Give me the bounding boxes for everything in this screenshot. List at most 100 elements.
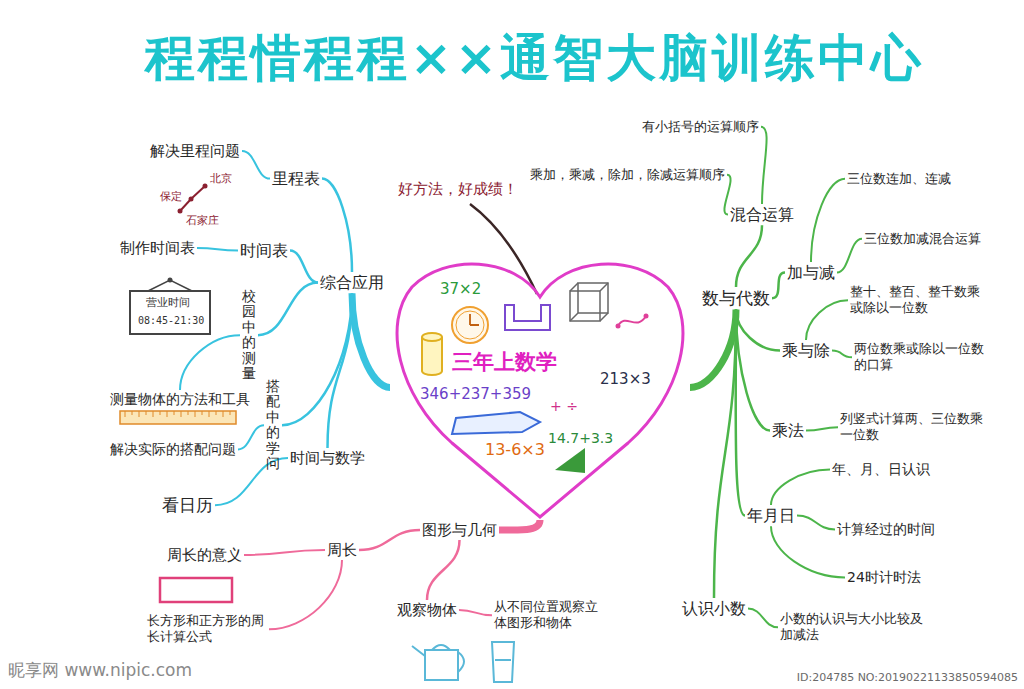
watermark: 昵享网 www.nipic.com — [8, 660, 192, 680]
branch-connector — [832, 351, 852, 358]
leaf-node: 三位数加减混合运算 — [862, 230, 983, 248]
node-text: 有小括号的运算顺序 — [642, 119, 759, 135]
ruler-ticks — [125, 411, 230, 417]
curve-line — [618, 316, 646, 326]
topic-node: 时间表 — [238, 240, 290, 261]
node-text: 解决里程问题 — [150, 142, 240, 160]
cylinder-top — [422, 333, 442, 341]
node-text: 搭配中的学问 — [266, 379, 280, 471]
topic-node: 搭配中的学问 — [264, 378, 282, 472]
sign-time: 08:45-21:30 — [138, 315, 204, 327]
node-text: 三位数加减混合运算 — [864, 231, 981, 247]
topic-node: 加与减 — [785, 262, 837, 283]
topic-node: 认识小数 — [680, 598, 748, 619]
node-text: 制作时间表 — [120, 239, 195, 257]
clock-rim — [456, 311, 484, 339]
topic-node: 周长 — [325, 540, 359, 560]
branch-connector — [771, 526, 845, 577]
clock-hands — [470, 314, 479, 325]
heart-path — [397, 264, 683, 517]
branch-connector — [459, 610, 492, 615]
branch-connector — [837, 239, 862, 273]
branch-connector — [736, 309, 770, 430]
slogan-text: 好方法，好成绩！ — [398, 180, 518, 198]
branch-node: 图形与几何 — [420, 520, 499, 540]
cylinder — [422, 337, 442, 375]
math-expression: 37×2 — [440, 280, 481, 298]
map-label: 北京 — [210, 172, 232, 185]
node-text: 里程表 — [272, 169, 320, 188]
leaf-node: 解决实际的搭配问题 — [108, 440, 238, 459]
leaf-node: 从不同位置观察立体图形和物体 — [492, 598, 608, 633]
branch-connector — [322, 179, 352, 272]
watering-can — [412, 645, 464, 680]
node-text: 年月日 — [747, 506, 795, 525]
topic-node: 里程表 — [270, 168, 322, 189]
node-text: 解决实际的搭配问题 — [110, 441, 236, 458]
leaf-node: 有小括号的运算顺序 — [640, 118, 761, 136]
map-dot — [203, 184, 208, 189]
cube-edges — [570, 283, 608, 321]
topic-node: 混合运算 — [728, 204, 796, 225]
node-text: 长方形和正方形的周长计算公式 — [147, 613, 267, 646]
node-text: 乘与除 — [782, 341, 830, 360]
curve-dot — [616, 324, 621, 329]
leaf-node: 24时计时法 — [845, 568, 923, 587]
leaf-node: 解决里程问题 — [148, 141, 242, 161]
leaf-node: 计算经过的时间 — [835, 520, 937, 539]
node-text: 小数的认识与大小比较及加减法 — [780, 611, 930, 644]
leaf-node: 乘加，乘减，除加，除减运算顺序 — [528, 166, 727, 184]
node-text: 整十、整百、整千数乘或除以一位数 — [850, 284, 990, 317]
leaf-node: 测量物体的方法和工具 — [108, 390, 252, 409]
leaf-node: 看日历 — [160, 494, 215, 516]
math-symbols: + ÷ — [550, 398, 578, 415]
branch-connector — [811, 179, 845, 262]
node-text: 乘加，乘减，除加，除减运算顺序 — [530, 167, 725, 183]
ruler — [120, 411, 236, 424]
branch-connector — [772, 273, 785, 299]
pencil-shape — [452, 412, 540, 434]
node-text: 校园中的测量 — [242, 289, 256, 381]
node-text: 认识小数 — [682, 599, 746, 618]
topic-node: 时间与数学 — [288, 448, 367, 468]
leaf-node: 长方形和正方形的周长计算公式 — [145, 612, 269, 647]
branch-connector — [282, 293, 352, 425]
leaf-node: 小数的认识与大小比较及加减法 — [778, 610, 932, 645]
branch-node: 数与代数 — [700, 287, 772, 309]
branch-connector — [499, 520, 540, 530]
map-label: 保定 — [160, 190, 182, 203]
branch-connector — [797, 516, 835, 530]
branch-connector — [197, 248, 238, 251]
branch-connector — [427, 540, 460, 600]
branch-connector — [736, 309, 745, 515]
node-text: 乘法 — [772, 421, 804, 440]
u-shape — [505, 305, 550, 330]
node-text: 时间与数学 — [290, 449, 365, 467]
branch-connector — [736, 309, 780, 350]
leaf-node: 周长的意义 — [165, 545, 244, 565]
topic-node: 观察物体 — [395, 600, 459, 620]
leaf-node: 两位数乘或除以一位数的口算 — [852, 340, 996, 375]
node-text: 混合运算 — [730, 205, 794, 224]
branch-connector — [748, 609, 778, 628]
node-text: 24时计时法 — [847, 569, 921, 586]
node-text: 三位数连加、连减 — [847, 171, 951, 187]
leaf-node: 整十、整百、整千数乘或除以一位数 — [848, 283, 992, 318]
branch-connector — [238, 425, 264, 449]
node-text: 列竖式计算两、三位数乘一位数 — [840, 411, 990, 444]
branch-connector — [714, 309, 736, 598]
node-text: 测量物体的方法和工具 — [110, 391, 250, 408]
topic-node: 年月日 — [745, 505, 797, 526]
clock-face — [452, 307, 488, 343]
leaf-node: 列竖式计算两、三位数乘一位数 — [838, 410, 992, 445]
node-text: 综合应用 — [320, 273, 384, 292]
node-text: 计算经过的时间 — [837, 521, 935, 538]
map-dot — [178, 209, 183, 214]
triangle — [555, 448, 585, 473]
node-text: 时间表 — [240, 241, 288, 260]
branch-connector — [690, 309, 736, 387]
map-label: 石家庄 — [186, 214, 219, 227]
watermark-id: ID:204785 NO:20190221133850594085 — [797, 671, 1018, 684]
